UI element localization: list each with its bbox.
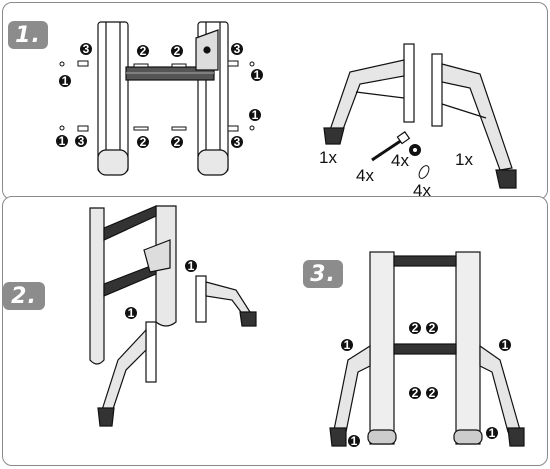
step3-ladder (367, 251, 483, 445)
step1-ladder (97, 21, 229, 176)
step3-foot-left (329, 344, 371, 447)
step2-ladder (89, 205, 177, 365)
step1-bolt (371, 131, 411, 162)
step-2-label: 2. (3, 282, 45, 310)
step1-washer (418, 165, 430, 179)
qty-washer: 4x (413, 181, 431, 200)
step1-fasteners (59, 60, 255, 132)
step1-foot-right (431, 53, 517, 189)
step1-nut (409, 144, 421, 156)
qty-foot-left: 1x (319, 148, 337, 167)
step2-foot-right (195, 275, 257, 327)
step1-callouts (56, 42, 263, 149)
step-1-label: 1. (8, 21, 48, 49)
qty-bolt: 4x (356, 166, 374, 185)
step-3-label: 3. (303, 260, 343, 288)
qty-foot-right: 1x (455, 150, 473, 169)
step1-foot-left (323, 43, 415, 145)
step3-foot-right (479, 344, 525, 447)
step-1-panel (2, 2, 548, 200)
qty-nut: 4x (391, 151, 409, 170)
step2-foot-left (97, 321, 157, 427)
step3-callouts (341, 321, 511, 448)
